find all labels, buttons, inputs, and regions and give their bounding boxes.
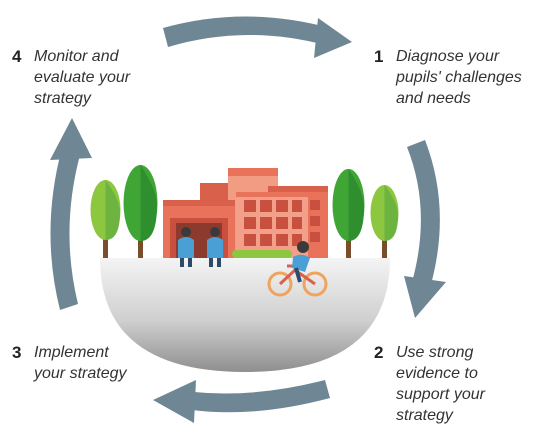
tree-icon [90, 180, 121, 258]
step-number: 1 [374, 47, 384, 66]
step-1: 1 Diagnose your pupils' challenges and n… [374, 46, 534, 116]
step-text: Monitor and evaluate your strategy [34, 48, 131, 107]
cycle-arrow-icon [50, 118, 92, 310]
step-number: 4 [12, 47, 22, 66]
step-text: Diagnose your pupils' challenges and nee… [396, 48, 522, 107]
step-text: Use strong evidence to support your stra… [396, 344, 485, 424]
step-number: 3 [12, 343, 22, 362]
step-number: 2 [374, 343, 384, 362]
tree-icon [332, 169, 365, 258]
cycle-arrows [50, 16, 446, 423]
person-icon [207, 227, 223, 267]
cycle-arrow-icon [153, 380, 330, 423]
tree-icon [123, 165, 158, 258]
step-text: Implement your strategy [34, 344, 127, 382]
step-3: 3 Implement your strategy [12, 342, 172, 388]
cycle-arrow-icon [404, 140, 446, 318]
cycle-arrow-icon [163, 16, 352, 58]
ground-bowl [100, 258, 390, 372]
cyclist-icon [267, 241, 328, 297]
tree-icon [370, 185, 399, 258]
step-2: 2 Use strong evidence to support your st… [374, 342, 534, 426]
person-icon [178, 227, 194, 267]
step-4: 4 Monitor and evaluate your strategy [12, 46, 172, 116]
